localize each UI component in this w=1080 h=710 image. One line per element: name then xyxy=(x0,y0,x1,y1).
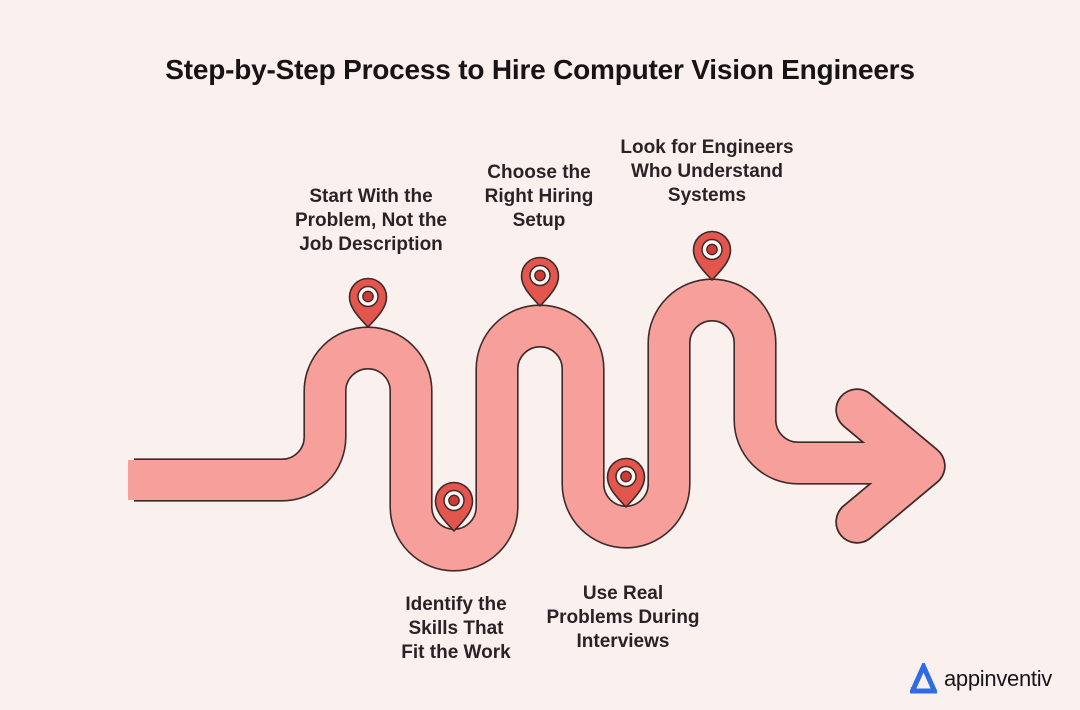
step-label-3: Choose the Right Hiring Setup xyxy=(484,162,594,231)
step-label-1: Start With the Problem, Not the Job Desc… xyxy=(294,186,448,255)
step-label-4: Use Real Problems During Interviews xyxy=(546,583,700,652)
location-pin-icon-4 xyxy=(606,457,646,508)
flow-path xyxy=(128,280,896,570)
brand-logo: appinventiv xyxy=(910,663,1052,694)
location-pin-icon-3 xyxy=(520,256,560,307)
arrowhead xyxy=(837,390,944,542)
step-label-2: Identify the Skills That Fit the Work xyxy=(401,594,511,663)
location-pin-icon-1 xyxy=(348,277,388,328)
location-pin-icon-2 xyxy=(434,481,474,532)
step-label-5: Look for Engineers Who Understand System… xyxy=(620,137,794,206)
page-title: Step-by-Step Process to Hire Computer Vi… xyxy=(165,54,915,85)
location-pin-icon-5 xyxy=(692,230,732,281)
brand-logo-text: appinventiv xyxy=(944,665,1052,691)
appinventiv-logo-icon xyxy=(910,663,937,694)
